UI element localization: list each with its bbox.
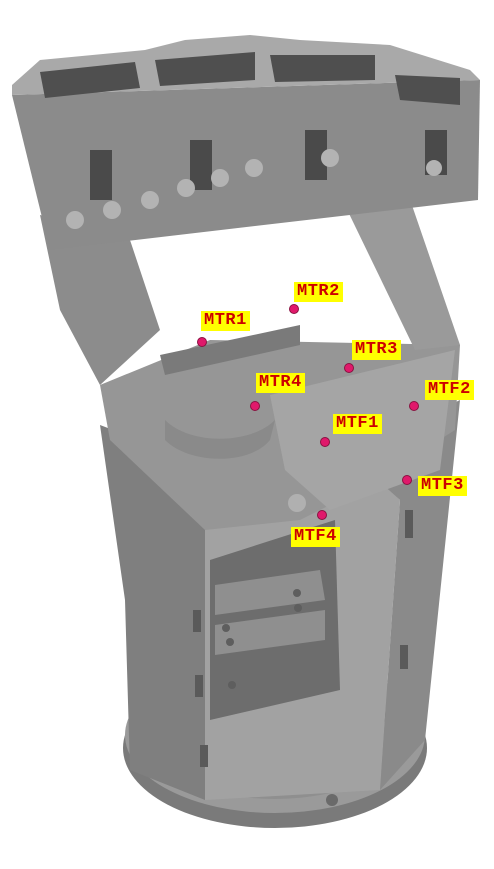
- marker-label-mtf2: MTF2: [425, 380, 474, 400]
- marker-dot-mtr4: [251, 402, 259, 410]
- tower: [100, 400, 460, 800]
- marker-dot-mtr2: [290, 305, 298, 313]
- marker-dot-mtf4: [318, 511, 326, 519]
- finger-blocks: [12, 35, 480, 250]
- marker-label-mtf4: MTF4: [291, 527, 340, 547]
- marker-label-mtf3: MTF3: [418, 476, 467, 496]
- marker-label-mtr2: MTR2: [294, 282, 343, 302]
- marker-label-mtr3: MTR3: [352, 340, 401, 360]
- marker-dot-mtf2: [410, 402, 418, 410]
- marker-dot-mtf1: [321, 438, 329, 446]
- marker-dot-mtr1: [198, 338, 206, 346]
- marker-dot-mtf3: [403, 476, 411, 484]
- marker-label-mtr4: MTR4: [256, 373, 305, 393]
- marker-dot-mtr3: [345, 364, 353, 372]
- marker-label-mtf1: MTF1: [333, 414, 382, 434]
- marker-label-mtr1: MTR1: [201, 311, 250, 331]
